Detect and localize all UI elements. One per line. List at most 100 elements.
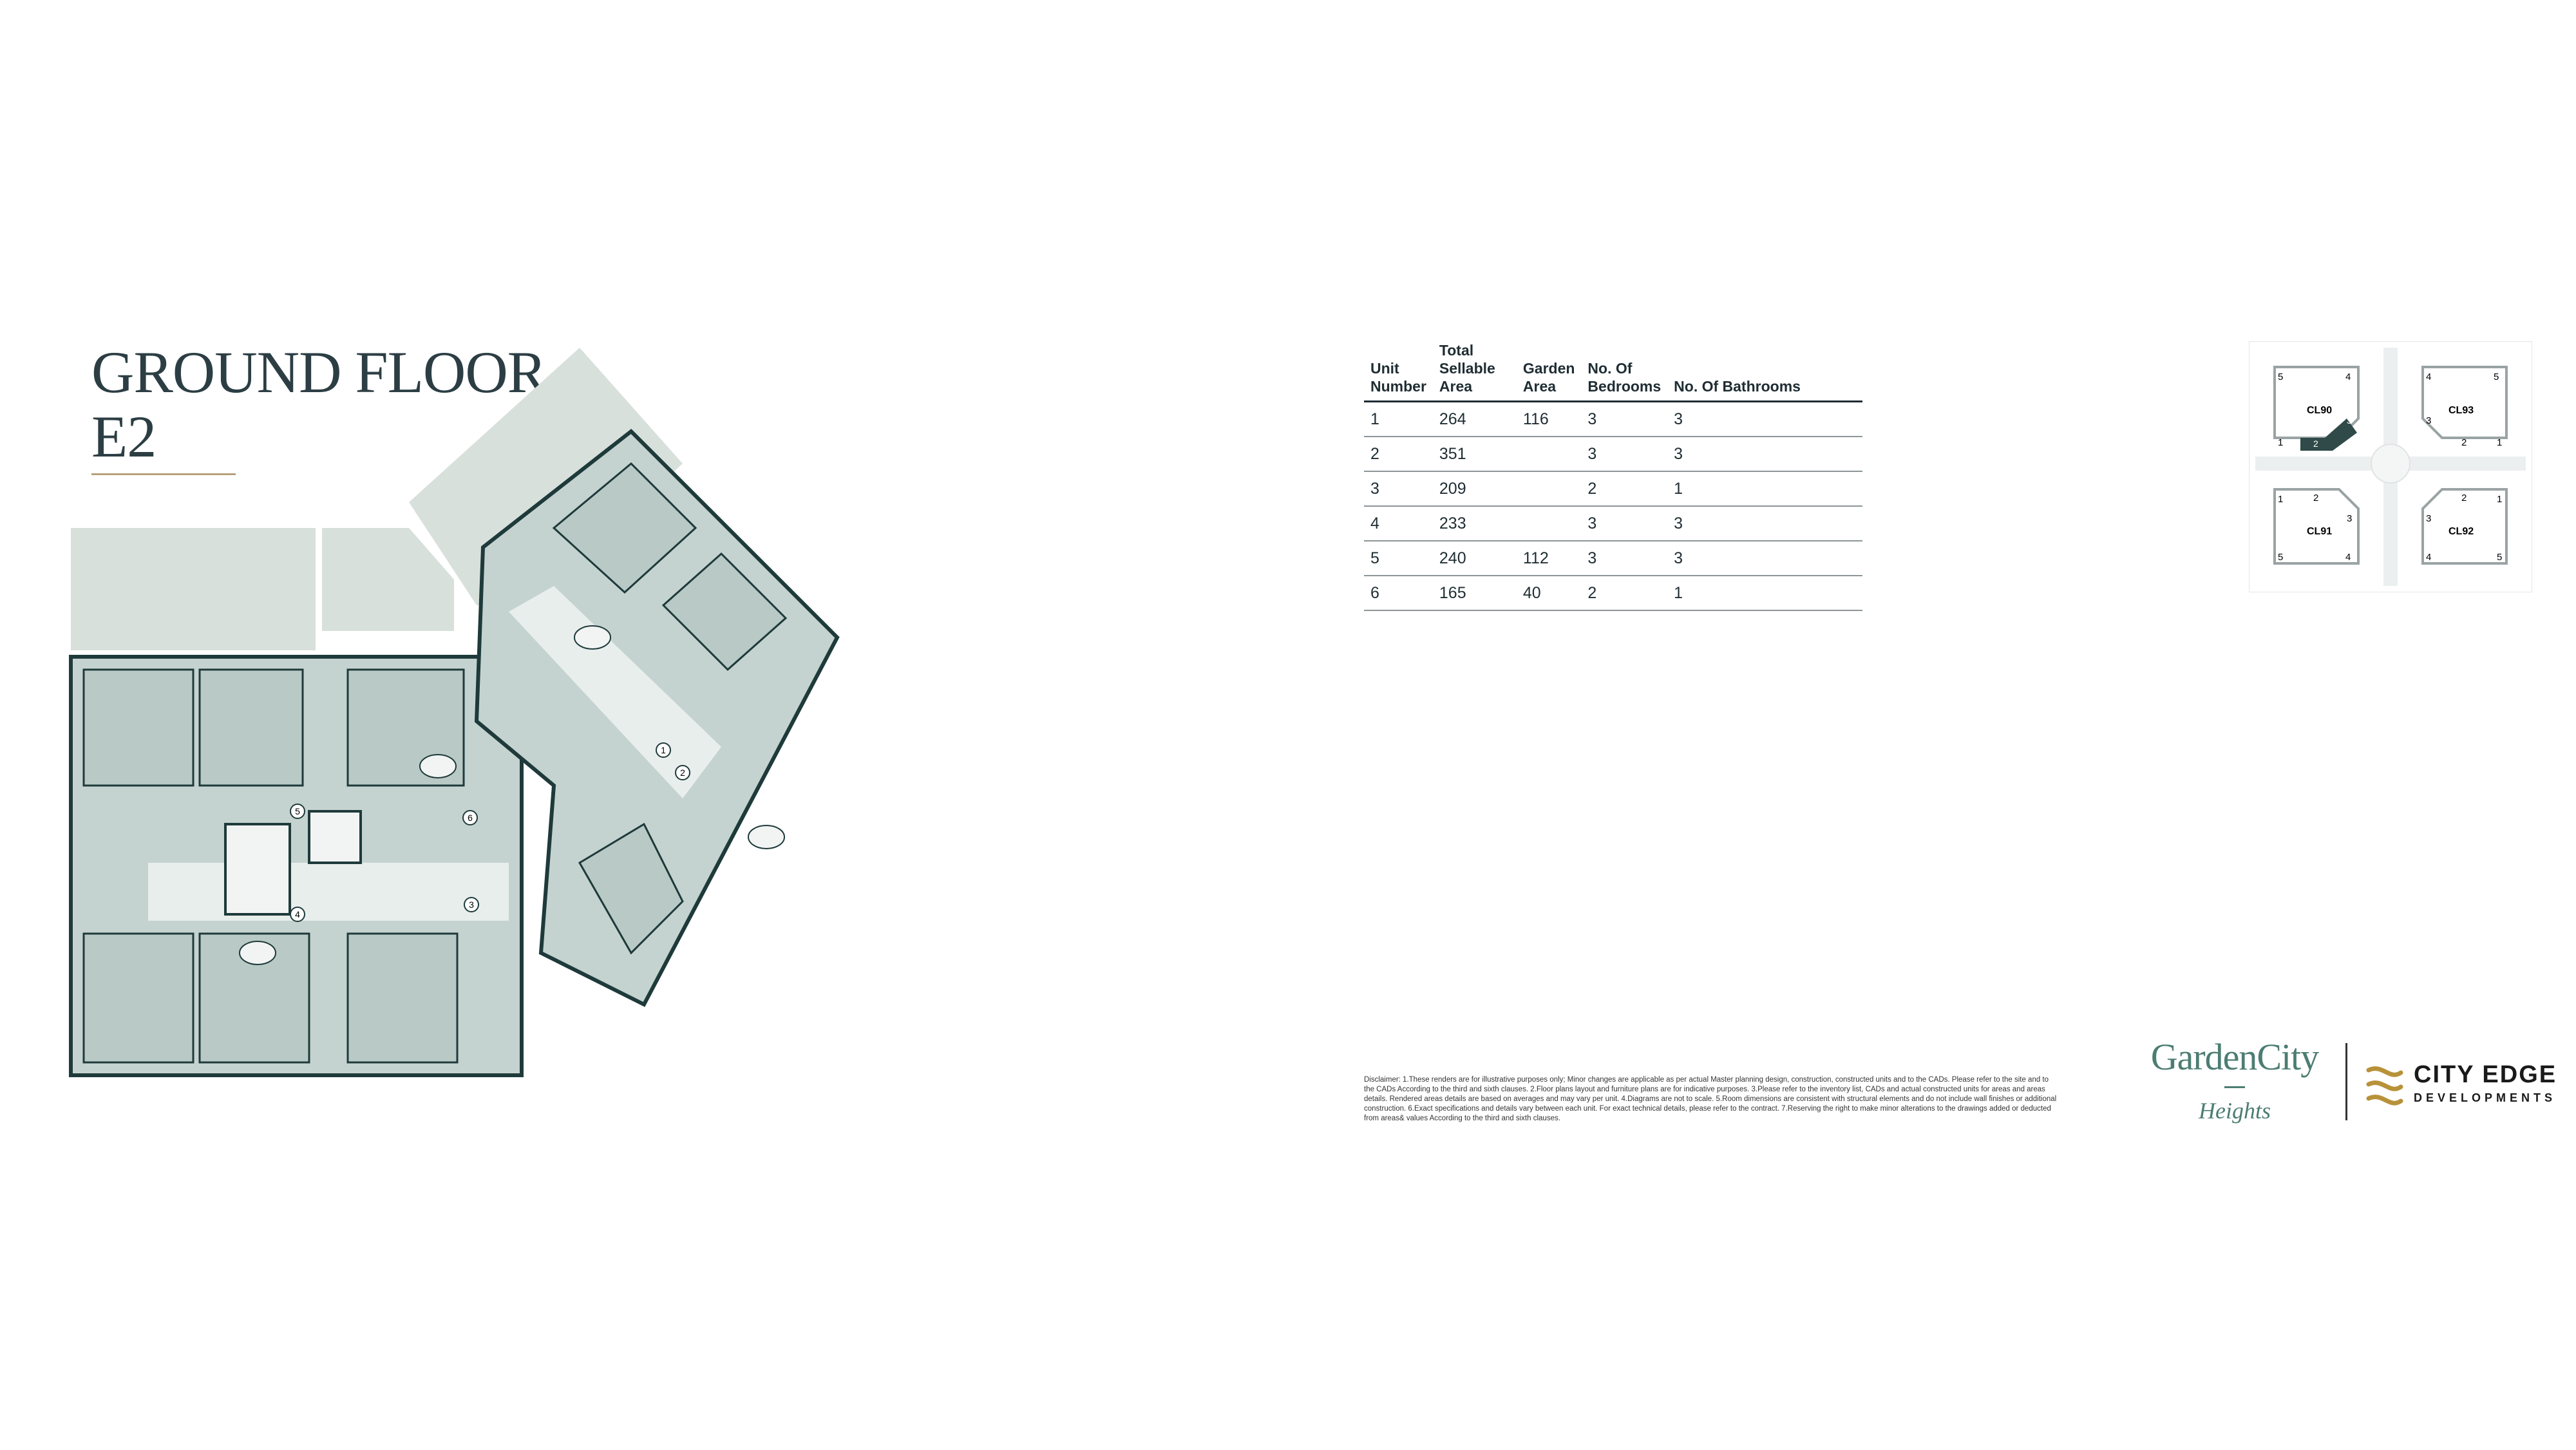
svg-text:1: 1 bbox=[2278, 437, 2283, 448]
table-row: 5 240 112 3 3 bbox=[1364, 541, 1862, 576]
table-row: 1 264 116 3 3 bbox=[1364, 401, 1862, 437]
key-plan: CL90 5 4 3 1 2 CL93 4 5 3 2 1 CL91 1 2 3… bbox=[2249, 341, 2532, 592]
svg-text:5: 5 bbox=[2278, 372, 2283, 382]
svg-text:4: 4 bbox=[295, 909, 300, 919]
city-edge-mark-icon bbox=[2366, 1066, 2403, 1106]
bathrooms: 1 bbox=[1667, 471, 1862, 507]
svg-text:3: 3 bbox=[2347, 416, 2351, 426]
svg-text:4: 4 bbox=[2345, 552, 2351, 563]
garden-area bbox=[1516, 471, 1582, 507]
garden-area bbox=[1516, 506, 1582, 541]
total-area: 165 bbox=[1432, 576, 1517, 611]
table-row: 4 233 3 3 bbox=[1364, 506, 1862, 541]
garden-city-logo: GardenCity Heights bbox=[2138, 1035, 2331, 1124]
total-area: 209 bbox=[1432, 471, 1517, 507]
svg-text:3: 3 bbox=[2426, 513, 2431, 524]
right-room-b bbox=[661, 552, 788, 672]
city-edge-sub: DEVELOPMENTS bbox=[2414, 1091, 2557, 1104]
stair-core bbox=[224, 823, 291, 916]
table-row: 2 351 3 3 bbox=[1364, 437, 1862, 472]
unit-number: 1 bbox=[1364, 401, 1433, 437]
svg-text:5: 5 bbox=[2278, 552, 2283, 563]
bathrooms: 3 bbox=[1667, 506, 1862, 541]
svg-text:3: 3 bbox=[469, 899, 474, 910]
unit-number: 4 bbox=[1364, 506, 1433, 541]
svg-text:1: 1 bbox=[2278, 494, 2283, 505]
unit-marker: 4 bbox=[290, 907, 305, 922]
dining-table bbox=[419, 754, 457, 778]
svg-text:1: 1 bbox=[661, 745, 666, 755]
title-line-1: GROUND FLOOR bbox=[91, 339, 547, 405]
disclaimer-text: Disclaimer: 1.These renders are for illu… bbox=[1364, 1076, 2057, 1122]
bathrooms: 3 bbox=[1667, 401, 1862, 437]
room-block-e bbox=[346, 932, 459, 1064]
logo-divider bbox=[2345, 1043, 2347, 1120]
svg-text:CL91: CL91 bbox=[2307, 526, 2332, 537]
bedrooms: 2 bbox=[1581, 576, 1668, 611]
garden-area: 112 bbox=[1516, 541, 1582, 576]
city-edge-logo: CITY EDGE DEVELOPMENTS bbox=[2414, 1061, 2557, 1105]
svg-text:4: 4 bbox=[2426, 372, 2431, 382]
bedrooms: 3 bbox=[1581, 401, 1668, 437]
total-area: 264 bbox=[1432, 401, 1517, 437]
svg-text:6: 6 bbox=[468, 813, 473, 823]
dining-table bbox=[574, 625, 611, 650]
unit-marker: 1 bbox=[656, 742, 671, 758]
dining-table bbox=[748, 825, 785, 849]
room-block-b bbox=[198, 668, 304, 787]
floor-plan: 1 2 3 4 5 6 bbox=[69, 348, 840, 1077]
unit-number: 5 bbox=[1364, 541, 1433, 576]
bathrooms: 1 bbox=[1667, 576, 1862, 611]
svg-text:5: 5 bbox=[2494, 372, 2499, 382]
svg-text:2: 2 bbox=[2313, 493, 2318, 504]
garden-area: 116 bbox=[1516, 401, 1582, 437]
column-header: Total Sellable Area bbox=[1432, 341, 1517, 402]
column-header: Garden Area bbox=[1516, 341, 1582, 402]
unit-number: 3 bbox=[1364, 471, 1433, 507]
total-area: 233 bbox=[1432, 506, 1517, 541]
table-row: 3 209 2 1 bbox=[1364, 471, 1862, 507]
svg-text:2: 2 bbox=[2313, 438, 2318, 449]
private-garden-top bbox=[409, 348, 683, 605]
bedrooms: 2 bbox=[1581, 471, 1668, 507]
right-room-a bbox=[552, 462, 697, 594]
unit-number: 6 bbox=[1364, 576, 1433, 611]
total-area: 351 bbox=[1432, 437, 1517, 472]
unit-marker: 3 bbox=[464, 897, 479, 912]
room-block-a bbox=[82, 668, 194, 787]
column-header: Unit Number bbox=[1364, 341, 1433, 402]
key-building-cl93: CL93 4 5 3 2 1 bbox=[2421, 366, 2508, 448]
room-block-c bbox=[82, 932, 194, 1064]
table-row: 6 165 40 2 1 bbox=[1364, 576, 1862, 611]
garden-city-name: GardenCity bbox=[2150, 1036, 2320, 1078]
private-garden-middle bbox=[322, 528, 454, 631]
lift-core bbox=[308, 810, 362, 864]
unit-marker: 2 bbox=[675, 765, 690, 780]
garden-area bbox=[1516, 437, 1582, 472]
key-building-cl92: CL92 2 1 3 4 5 bbox=[2421, 488, 2508, 565]
svg-text:2: 2 bbox=[2461, 493, 2467, 504]
page-title: GROUND FLOOR E2 bbox=[91, 339, 547, 469]
unit-marker: 6 bbox=[462, 810, 478, 825]
garden-area: 40 bbox=[1516, 576, 1582, 611]
svg-text:4: 4 bbox=[2426, 552, 2431, 563]
svg-text:CL90: CL90 bbox=[2307, 405, 2332, 416]
svg-text:4: 4 bbox=[2345, 372, 2351, 382]
svg-text:2: 2 bbox=[2461, 437, 2467, 448]
svg-text:3: 3 bbox=[2426, 415, 2431, 426]
logo-dash bbox=[2224, 1086, 2245, 1088]
svg-text:3: 3 bbox=[2347, 513, 2352, 524]
svg-text:2: 2 bbox=[680, 767, 685, 778]
right-room-c bbox=[578, 822, 684, 955]
column-header: No. Of Bedrooms bbox=[1581, 341, 1668, 402]
unit-table: Unit Number Total Sellable Area Garden A… bbox=[1364, 341, 1862, 611]
svg-text:5: 5 bbox=[2497, 552, 2502, 563]
svg-text:CL92: CL92 bbox=[2448, 526, 2474, 537]
garden-city-sub: Heights bbox=[2199, 1098, 2271, 1124]
bedrooms: 3 bbox=[1581, 437, 1668, 472]
title-underline bbox=[91, 473, 236, 475]
column-header: No. Of Bathrooms bbox=[1667, 341, 1862, 402]
key-building-cl91: CL91 1 2 3 5 4 bbox=[2273, 488, 2360, 565]
svg-text:5: 5 bbox=[295, 806, 300, 816]
city-edge-name: CITY EDGE bbox=[2414, 1061, 2557, 1088]
